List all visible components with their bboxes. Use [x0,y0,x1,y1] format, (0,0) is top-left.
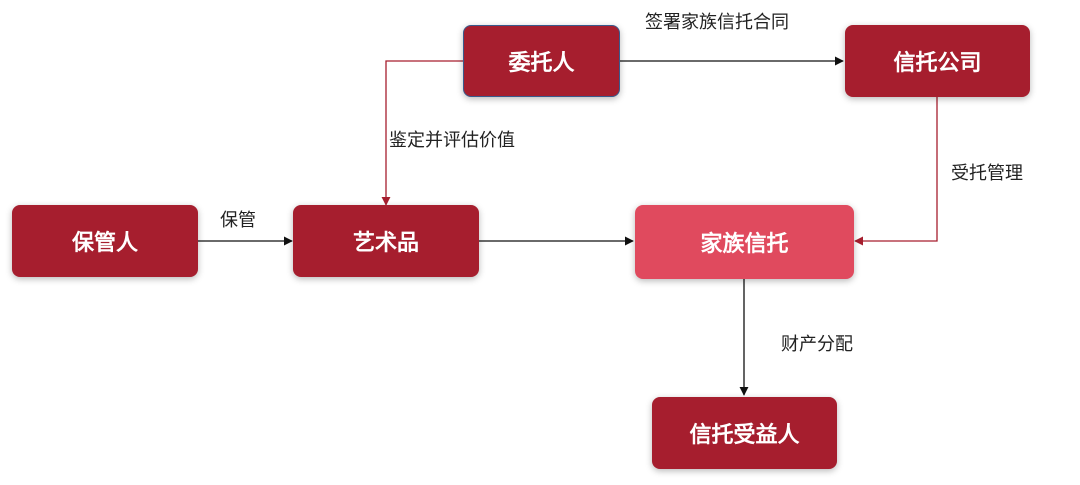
edge-trust-company-to-family-trust [854,97,938,246]
label-custody: 保管 [220,210,256,231]
node-trust-company: 信托公司 [845,25,1030,97]
label-appraise: 鉴定并评估价值 [389,130,515,151]
node-artwork: 艺术品 [293,205,479,277]
node-settlor: 委托人 [463,25,620,97]
node-custodian: 保管人 [12,205,198,277]
label-sign-contract: 签署家族信托合同 [645,12,789,33]
edge-settlor-to-artwork [381,60,463,206]
label-asset-distribution: 财产分配 [781,334,853,355]
node-beneficiary: 信托受益人 [652,397,837,469]
label-entrusted-management: 受托管理 [951,163,1023,184]
node-family-trust: 家族信托 [635,205,854,279]
